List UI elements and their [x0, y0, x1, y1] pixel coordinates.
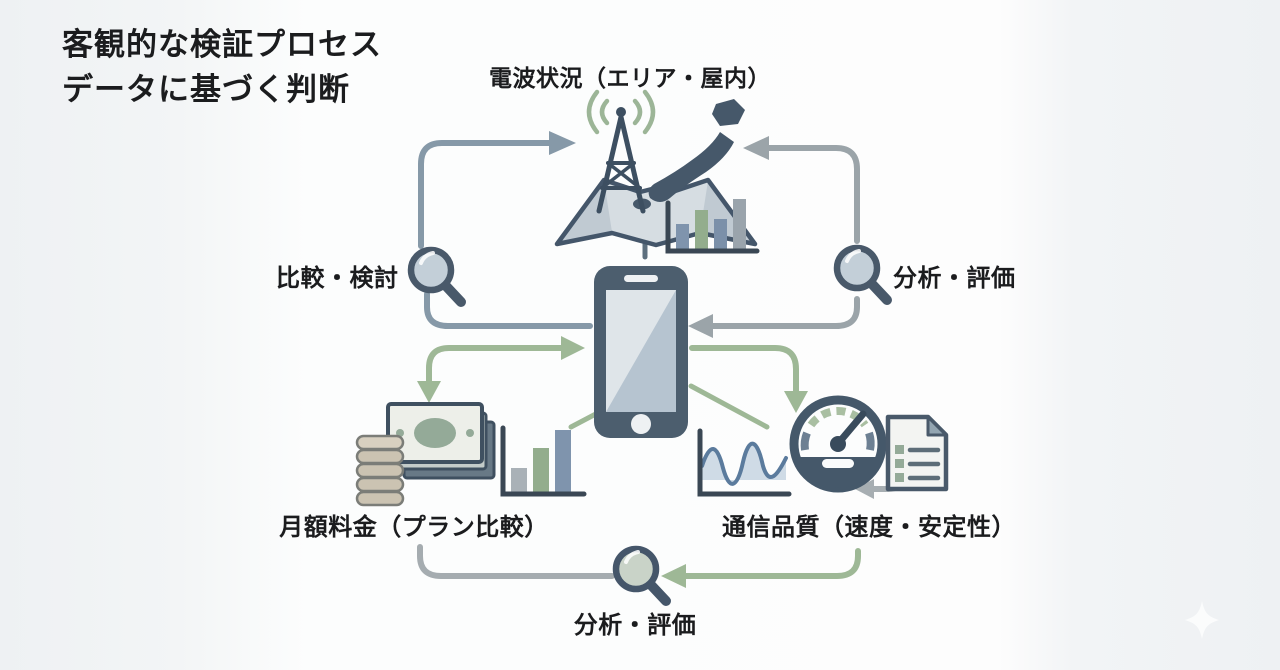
- arrowhead: [784, 391, 808, 413]
- label-analyze-right: 分析・評価: [893, 265, 1016, 292]
- coins-banknotes-icon: [355, 402, 496, 507]
- elbow-phone-quality: [689, 345, 799, 394]
- document-icon: [885, 414, 949, 492]
- line-compare-to-phone: [424, 291, 593, 329]
- page-title: 客観的な検証プロセス データに基づく判断: [62, 22, 382, 112]
- smartphone-icon: [594, 266, 688, 438]
- speedometer-icon: [789, 395, 887, 493]
- title-line-1: 客観的な検証プロセス: [62, 27, 382, 62]
- signal-waves-icon: [586, 89, 656, 135]
- elbow-price-phone: [426, 345, 564, 384]
- sparkle-logo-icon: [1185, 601, 1219, 639]
- arrowhead: [561, 336, 585, 360]
- magnifier-analyze-bottom-icon: [612, 545, 671, 606]
- label-compare: 比較・検討: [276, 265, 399, 292]
- arrowhead: [688, 314, 713, 338]
- label-analyze-bottom: 分析・評価: [573, 612, 697, 639]
- label-quality: 通信品質（速度・安定性）: [722, 514, 1016, 541]
- label-price: 月額料金（プラン比較）: [279, 514, 549, 541]
- magnifier-analyze-right-icon: [833, 244, 892, 305]
- coin-stack: [355, 434, 405, 507]
- curve-price-to-analyze: [417, 544, 615, 579]
- radio-tower: [596, 107, 646, 214]
- bar-chart-price-icon: [500, 425, 587, 497]
- arrowhead: [661, 564, 686, 588]
- arrow-compare-to-coverage: [418, 140, 552, 249]
- bar-chart-top-icon: [665, 199, 760, 254]
- arrowhead: [417, 381, 441, 403]
- label-coverage: 電波状況（エリア・屋内）: [489, 65, 771, 91]
- arrowhead: [549, 131, 576, 155]
- title-line-2: データに基づく判断: [62, 72, 350, 107]
- diagonal-phone-quality: [688, 383, 770, 430]
- arrowhead: [855, 479, 874, 499]
- line-chart-icon: [697, 428, 792, 497]
- magnifier-compare-icon: [407, 246, 466, 307]
- arrow-analyze-to-phone: [710, 296, 860, 329]
- arrow-quality-to-analyze: [683, 548, 861, 579]
- arrowhead: [743, 136, 769, 160]
- arrow-analyze-to-coverage: [766, 145, 860, 244]
- japan-map-silhouette: [633, 99, 745, 210]
